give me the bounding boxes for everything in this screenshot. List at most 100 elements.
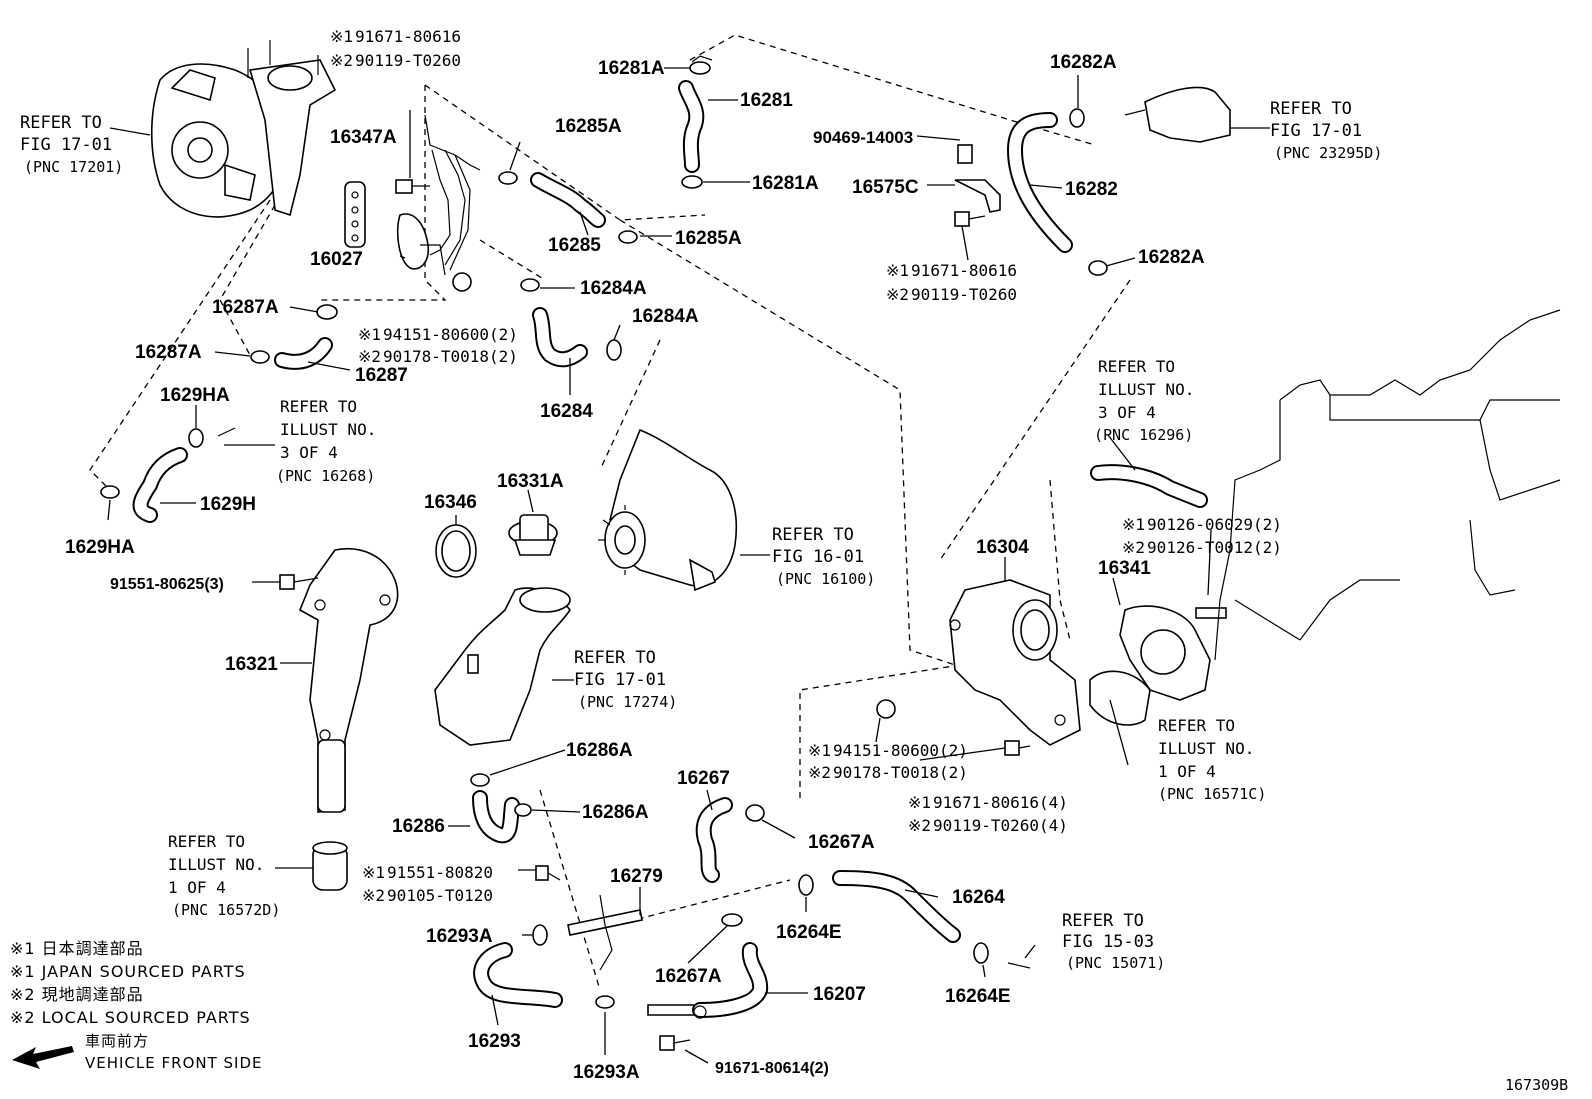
clamp-16264E-lower-drawing bbox=[973, 942, 989, 964]
bolt-91671-80616-right-drawing bbox=[954, 211, 986, 227]
label-16027: 16027 bbox=[310, 249, 363, 270]
nut-drawing-1 bbox=[452, 272, 472, 292]
pipe-16571C-drawing bbox=[1089, 670, 1151, 726]
nut-drawing-2 bbox=[876, 699, 896, 719]
label-16207: 16207 bbox=[813, 984, 866, 1005]
pipe-assembly-16027-drawing bbox=[396, 114, 481, 276]
water-inlet-16321-drawing bbox=[298, 548, 399, 813]
label-1629H: 1629H bbox=[200, 494, 256, 515]
clamp-16282A-upper-drawing bbox=[1069, 108, 1085, 128]
refer-16268: REFER TO ILLUST NO. 3 OF 4 (PNC 16268) bbox=[276, 397, 386, 485]
clamp-1629HA-lower-drawing bbox=[100, 485, 120, 499]
label-16267A-lower: 16267A bbox=[655, 966, 722, 987]
label-16575C: 16575C bbox=[852, 177, 919, 198]
refer-16572D: REFER TO ILLUST NO. 1 OF 4 (PNC 16572D) bbox=[168, 832, 280, 919]
engine-block-outline bbox=[1214, 309, 1561, 661]
bolt-91671-80614-drawing bbox=[659, 1035, 691, 1051]
gasket-16341-drawing bbox=[1119, 605, 1211, 701]
clamp-16264E-upper-drawing bbox=[798, 874, 814, 896]
legend-line-1: ※1 日本調達部品 bbox=[10, 939, 144, 958]
hose-16264-drawing bbox=[832, 870, 961, 943]
label-16285: 16285 bbox=[548, 235, 601, 256]
label-16293A-lower: 16293A bbox=[573, 1062, 640, 1083]
hose-16285-drawing bbox=[530, 172, 606, 228]
clamp-16267A-lower-drawing bbox=[721, 913, 743, 927]
label-16284A-upper: 16284A bbox=[580, 278, 647, 299]
refer-to-blocks: REFER TO FIG 17-01 (PNC 17201) REFER TO … bbox=[20, 99, 1382, 972]
water-housing-16304-drawing bbox=[949, 579, 1081, 746]
label-16286A-upper: 16286A bbox=[566, 740, 633, 761]
refer-16296: REFER TO ILLUST NO. 3 OF 4 (PNC 16296) bbox=[1094, 357, 1204, 444]
label-16284A-lower: 16284A bbox=[632, 306, 699, 327]
clamp-1629HA-upper-drawing bbox=[188, 428, 204, 448]
clamp-16281A-bottom-drawing bbox=[681, 175, 703, 189]
clamp-16293A-lower-drawing bbox=[595, 995, 615, 1009]
refer-16571C: REFER TO ILLUST NO. 1 OF 4 (PNC 16571C) bbox=[1158, 716, 1266, 803]
label-16286: 16286 bbox=[392, 816, 445, 837]
label-1629HA-upper: 1629HA bbox=[160, 385, 230, 406]
gasket-16347A-drawing bbox=[344, 181, 366, 248]
legend-line-6: VEHICLE FRONT SIDE bbox=[85, 1054, 263, 1072]
label-91551-80625: 91551-80625(3) bbox=[110, 576, 224, 593]
refer-23295D: REFER TO FIG 17-01 (PNC 23295D) bbox=[1270, 99, 1382, 162]
bolt-91551-drawing bbox=[279, 574, 319, 590]
refer-16100: REFER TO FIG 16-01 (PNC 16100) bbox=[772, 525, 875, 588]
bolt-drawing-1 bbox=[395, 179, 430, 194]
legend: ※1 日本調達部品 ※1 JAPAN SOURCED PARTS ※2 現地調達… bbox=[10, 939, 263, 1072]
pipe-16207-drawing bbox=[647, 942, 769, 1019]
label-16281A-top: 16281A bbox=[598, 58, 665, 79]
clamp-16285A-upper-drawing bbox=[498, 171, 518, 185]
clamp-16287A-lower-drawing bbox=[250, 350, 270, 364]
clamp-16293A-upper-drawing bbox=[532, 924, 548, 946]
label-91671-80614: 91671-80614(2) bbox=[715, 1060, 829, 1077]
pipe-stub-15071-drawing bbox=[1007, 962, 1031, 969]
label-16281: 16281 bbox=[740, 90, 793, 111]
water-pump-16100-drawing bbox=[598, 428, 738, 592]
thermostat-16331A-drawing bbox=[508, 514, 558, 556]
pipe-16572D-drawing bbox=[312, 841, 348, 891]
clamp-16282A-lower-drawing bbox=[1088, 260, 1108, 276]
label-16331A: 16331A bbox=[497, 471, 564, 492]
clamp-16286A-upper-drawing bbox=[470, 773, 490, 787]
refer-15071: REFER TO FIG 15-03 (PNC 15071) bbox=[1062, 911, 1165, 972]
clamp-16281A-top-drawing bbox=[689, 55, 713, 75]
legend-line-3: ※2 現地調達部品 bbox=[10, 985, 144, 1004]
clamp-16285A-lower-drawing bbox=[618, 230, 638, 244]
label-16284: 16284 bbox=[540, 401, 593, 422]
hose-16282-drawing bbox=[1007, 112, 1073, 253]
label-16304: 16304 bbox=[976, 537, 1029, 558]
label-1629HA-lower: 1629HA bbox=[65, 537, 135, 558]
label-16264: 16264 bbox=[952, 887, 1005, 908]
label-16279: 16279 bbox=[610, 866, 663, 887]
hose-16281-drawing bbox=[678, 80, 705, 173]
hose-16284-drawing bbox=[532, 307, 588, 368]
label-16347A: 16347A bbox=[330, 127, 397, 148]
label-16321: 16321 bbox=[225, 654, 278, 675]
label-16346: 16346 bbox=[424, 492, 477, 513]
label-16282A-top: 16282A bbox=[1050, 52, 1117, 73]
hose-16286-drawing bbox=[472, 790, 520, 844]
hose-1629H-drawing bbox=[132, 447, 188, 523]
label-16287: 16287 bbox=[355, 365, 408, 386]
water-pump-17201-drawing bbox=[150, 40, 337, 218]
legend-line-2: ※1 JAPAN SOURCED PARTS bbox=[10, 962, 246, 981]
pipe-stub-16268-drawing bbox=[217, 427, 236, 437]
label-16267: 16267 bbox=[677, 768, 730, 789]
water-outlet-17274-drawing bbox=[434, 587, 571, 746]
clamp-16284A-lower-drawing bbox=[606, 339, 622, 361]
legend-line-5: 車両前方 bbox=[85, 1032, 149, 1050]
label-16285A-lower: 16285A bbox=[675, 228, 742, 249]
hose-16293-drawing bbox=[473, 942, 563, 1008]
label-16286A-lower: 16286A bbox=[582, 802, 649, 823]
